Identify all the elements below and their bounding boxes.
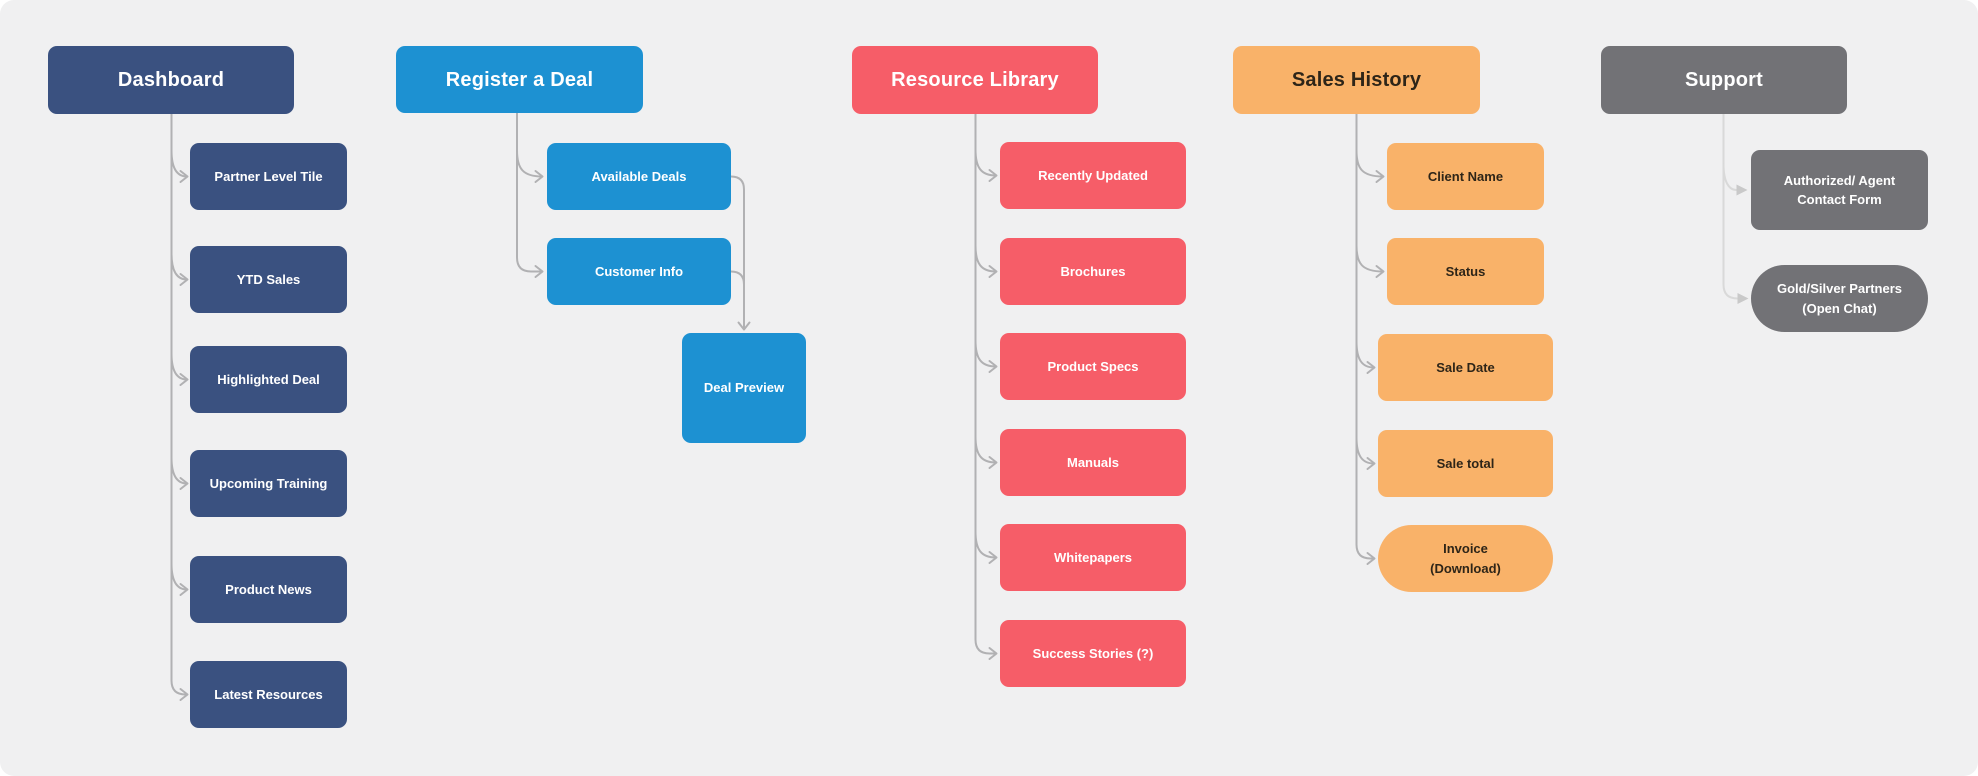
- node-deal-preview[interactable]: Deal Preview: [682, 333, 806, 443]
- arrowhead-chevron: [988, 647, 998, 660]
- support-connectors: [1722, 113, 1749, 304]
- dashboard-branch-connector: [170, 252, 188, 281]
- node-resource-library[interactable]: Resource Library: [852, 46, 1098, 114]
- resource-branch-connector: [974, 530, 997, 559]
- node-success-stories[interactable]: Success Stories (?): [1000, 620, 1186, 687]
- sales-branch-connector: [1355, 436, 1375, 465]
- node-partner-level-tile[interactable]: Partner Level Tile: [190, 143, 347, 210]
- arrowhead-chevron: [179, 273, 189, 286]
- arrowhead-chevron: [534, 170, 544, 183]
- resource-library-connectors: [974, 113, 998, 660]
- sales-branch-connector: [1355, 340, 1375, 369]
- deal-preview-merge-connector: [730, 270, 745, 286]
- resource-branch-connector: [974, 435, 997, 464]
- node-recently-updated[interactable]: Recently Updated: [1000, 142, 1186, 209]
- node-product-specs[interactable]: Product Specs: [1000, 333, 1186, 400]
- node-dashboard[interactable]: Dashboard: [48, 46, 294, 114]
- arrowhead-chevron: [1375, 265, 1385, 278]
- arrowhead-chevron: [179, 477, 189, 490]
- resource-trunk-connector: [974, 113, 997, 655]
- node-sale-date[interactable]: Sale Date: [1378, 334, 1553, 401]
- arrowhead-chevron: [179, 170, 189, 183]
- node-client-name[interactable]: Client Name: [1387, 143, 1544, 210]
- node-invoice-download[interactable]: Invoice (Download): [1378, 525, 1553, 592]
- node-customer-info[interactable]: Customer Info: [547, 238, 731, 305]
- arrowhead-chevron: [1375, 170, 1385, 183]
- dashboard-branch-connector: [170, 562, 188, 591]
- support-trunk-connector: [1722, 113, 1739, 300]
- register-branch-connector: [516, 149, 543, 178]
- sales-trunk-connector: [1355, 113, 1375, 560]
- deal-preview-connector: [730, 175, 745, 330]
- node-highlighted-deal[interactable]: Highlighted Deal: [190, 346, 347, 413]
- sales-branch-connector: [1355, 244, 1384, 273]
- dashboard-connectors: [170, 113, 189, 701]
- node-sales-history[interactable]: Sales History: [1233, 46, 1480, 114]
- node-product-news[interactable]: Product News: [190, 556, 347, 623]
- arrowhead-chevron: [179, 583, 189, 596]
- dashboard-trunk-connector: [170, 113, 188, 696]
- arrowhead-chevron: [179, 688, 189, 701]
- node-support[interactable]: Support: [1601, 46, 1847, 114]
- node-whitepapers[interactable]: Whitepapers: [1000, 524, 1186, 591]
- dashboard-branch-connector: [170, 352, 188, 381]
- resource-branch-connector: [974, 148, 997, 177]
- node-status[interactable]: Status: [1387, 238, 1544, 305]
- node-sale-total[interactable]: Sale total: [1378, 430, 1553, 497]
- node-authorized-agent-contact-form[interactable]: Authorized/ Agent Contact Form: [1751, 150, 1928, 230]
- arrowhead-chevron: [988, 169, 998, 182]
- resource-branch-connector: [974, 339, 997, 368]
- arrowhead-chevron: [988, 265, 998, 278]
- node-upcoming-training[interactable]: Upcoming Training: [190, 450, 347, 517]
- arrowhead-chevron-down: [737, 321, 751, 331]
- arrowhead-chevron: [1366, 361, 1376, 374]
- arrowhead-chevron: [988, 551, 998, 564]
- arrowhead-chevron: [534, 265, 544, 278]
- node-gold-silver-partners-open-chat[interactable]: Gold/Silver Partners (Open Chat): [1751, 265, 1928, 332]
- node-latest-resources[interactable]: Latest Resources: [190, 661, 347, 728]
- arrowhead-triangle: [1737, 293, 1749, 304]
- node-brochures[interactable]: Brochures: [1000, 238, 1186, 305]
- support-branch-connector: [1722, 163, 1738, 191]
- node-register-a-deal[interactable]: Register a Deal: [396, 46, 643, 113]
- arrowhead-chevron: [988, 360, 998, 373]
- arrowhead-chevron: [988, 456, 998, 469]
- arrowhead-chevron: [1366, 552, 1376, 565]
- arrowhead-chevron: [1366, 457, 1376, 470]
- node-available-deals[interactable]: Available Deals: [547, 143, 731, 210]
- arrowhead-chevron: [179, 373, 189, 386]
- register-trunk-connector: [516, 112, 543, 273]
- node-ytd-sales[interactable]: YTD Sales: [190, 246, 347, 313]
- node-manuals[interactable]: Manuals: [1000, 429, 1186, 496]
- arrowhead-triangle: [1736, 184, 1748, 196]
- dashboard-branch-connector: [170, 456, 188, 485]
- dashboard-branch-connector: [170, 149, 188, 178]
- resource-branch-connector: [974, 244, 997, 273]
- sales-branch-connector: [1355, 149, 1384, 178]
